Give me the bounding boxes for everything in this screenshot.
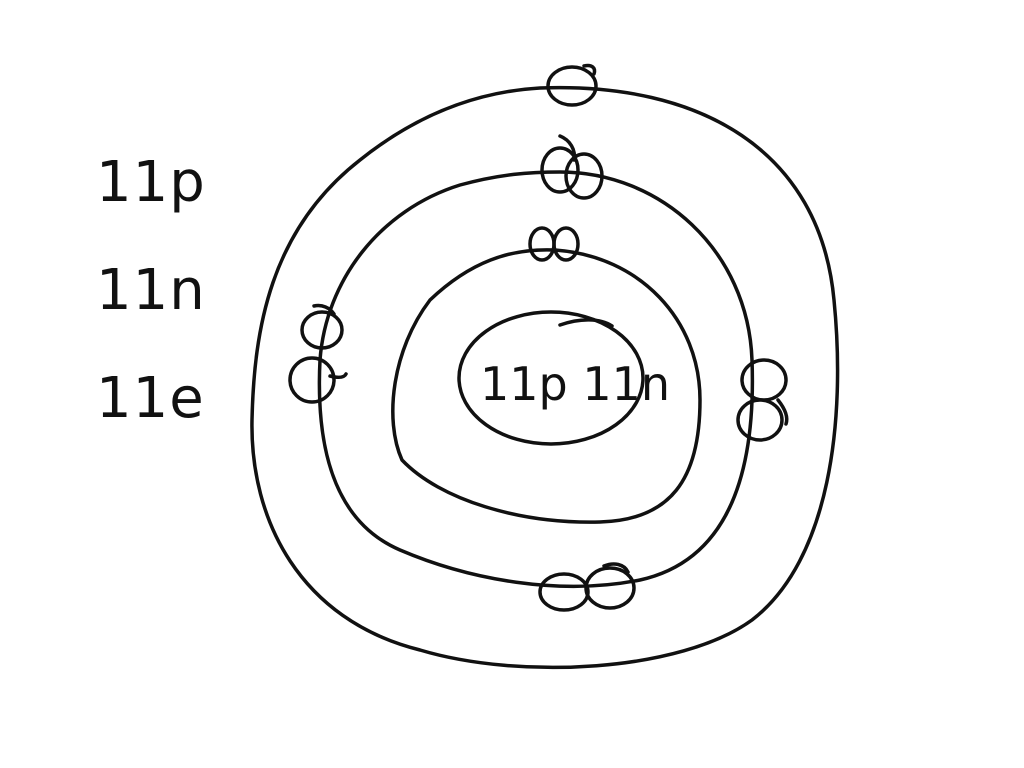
legend-neutrons: 11n [96,258,206,323]
middle-shell [317,170,755,589]
outer-shell [250,85,840,670]
inner-shell [391,248,702,524]
nucleus [457,310,645,446]
electron-pair-middle-left [288,303,348,404]
electron-pair-middle-top [540,134,604,200]
legend-protons: 11p [96,150,206,215]
nucleus-tick [558,318,614,328]
electron-pair-middle-right [736,358,789,442]
electron-pair-middle-bottom [538,562,636,612]
legend-electrons: 11e [96,366,205,431]
electron-outer-1 [546,63,598,107]
nucleus-label: 11p 11n [480,357,670,411]
electron-pair-inner-top [528,226,580,262]
